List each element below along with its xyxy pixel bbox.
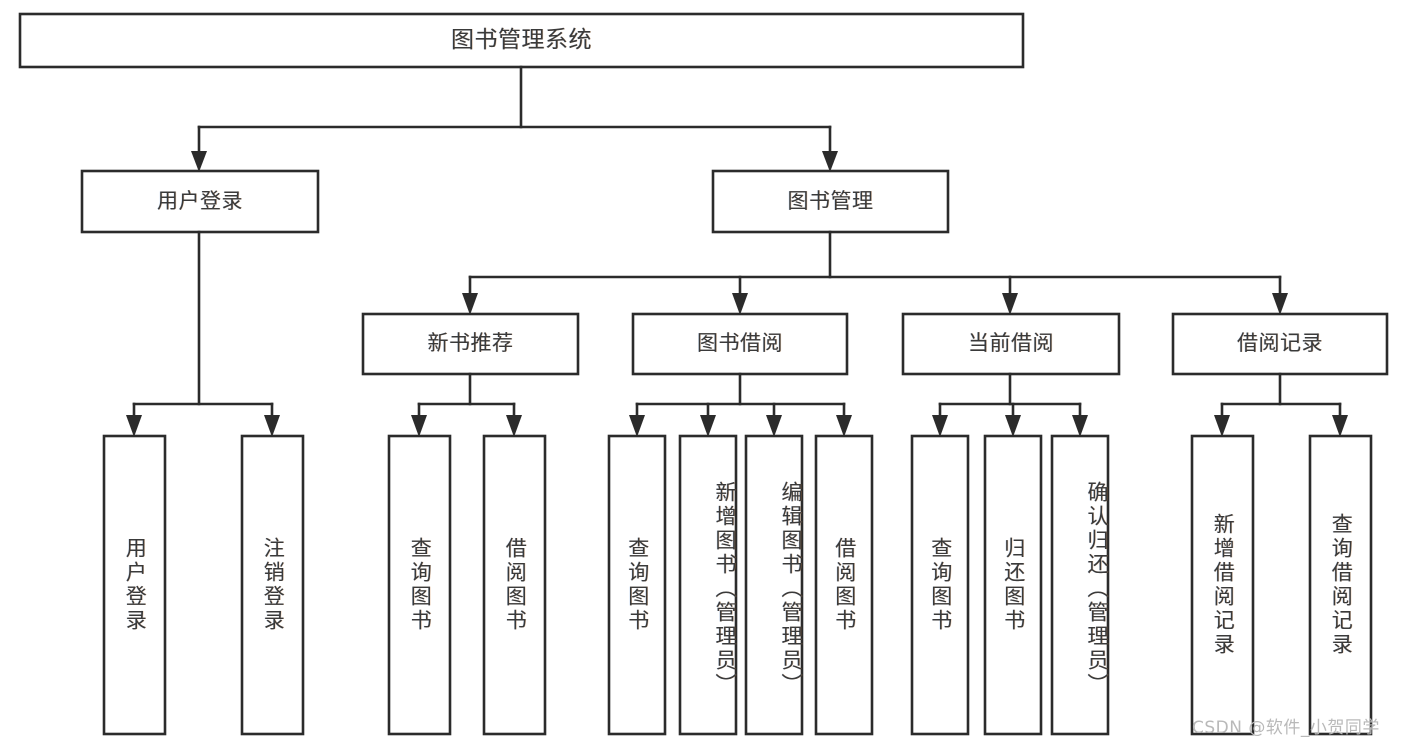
node-box-current-borrow[interactable]: [901, 312, 1121, 376]
arrow-head-icon: [1332, 415, 1348, 437]
node-box-book-borrow[interactable]: [631, 312, 849, 376]
arrow-head-icon: [836, 415, 852, 437]
leaf-box-new-book-0[interactable]: [387, 434, 452, 736]
node-box-new-book-recommend[interactable]: [361, 312, 580, 376]
leaf-box-user-login-1[interactable]: [240, 434, 305, 736]
leaf-box-borrow-record-0[interactable]: [1190, 434, 1255, 736]
leaf-box-new-book-1[interactable]: [482, 434, 547, 736]
connector-book-borrow-to-leaves: [629, 372, 852, 437]
leaf-box-current-borrow-2[interactable]: [1050, 434, 1110, 736]
leaf-box-current-borrow-0[interactable]: [910, 434, 970, 736]
arrow-head-icon: [264, 415, 280, 437]
leaf-box-current-borrow-1[interactable]: [983, 434, 1043, 736]
connector-user-login-to-leaves: [126, 230, 280, 437]
arrow-head-icon: [1214, 415, 1230, 437]
leaf-box-book-borrow-3[interactable]: [814, 434, 874, 736]
arrow-head-icon: [191, 151, 207, 172]
node-box-book-management[interactable]: [711, 169, 950, 234]
arrow-head-icon: [766, 415, 782, 437]
node-box-user-login[interactable]: [80, 169, 320, 234]
arrow-head-icon: [822, 151, 838, 172]
connector-root-to-level2: [191, 65, 838, 172]
leaf-box-book-borrow-2[interactable]: [744, 434, 804, 736]
connector-borrow-record-to-leaves: [1214, 372, 1348, 437]
connector-new-book-to-leaves: [411, 372, 522, 437]
arrow-head-icon: [700, 415, 716, 437]
connector-book-management-to-level3: [462, 230, 1288, 315]
node-box-borrow-record[interactable]: [1171, 312, 1389, 376]
arrow-head-icon: [462, 293, 478, 315]
arrow-head-icon: [411, 415, 427, 437]
arrow-head-icon: [506, 415, 522, 437]
arrow-head-icon: [932, 415, 948, 437]
arrow-head-icon: [629, 415, 645, 437]
leaf-box-user-login-0[interactable]: [102, 434, 167, 736]
leaf-box-book-borrow-1[interactable]: [678, 434, 738, 736]
arrow-head-icon: [732, 293, 748, 315]
arrow-head-icon: [1002, 293, 1018, 315]
arrow-head-icon: [1272, 293, 1288, 315]
node-box-root[interactable]: [18, 12, 1025, 69]
leaf-box-book-borrow-0[interactable]: [607, 434, 667, 736]
arrow-head-icon: [1072, 415, 1088, 437]
connector-current-borrow-to-leaves: [932, 372, 1088, 437]
leaf-box-borrow-record-1[interactable]: [1308, 434, 1373, 736]
arrow-head-icon: [126, 415, 142, 437]
arrow-head-icon: [1005, 415, 1021, 437]
